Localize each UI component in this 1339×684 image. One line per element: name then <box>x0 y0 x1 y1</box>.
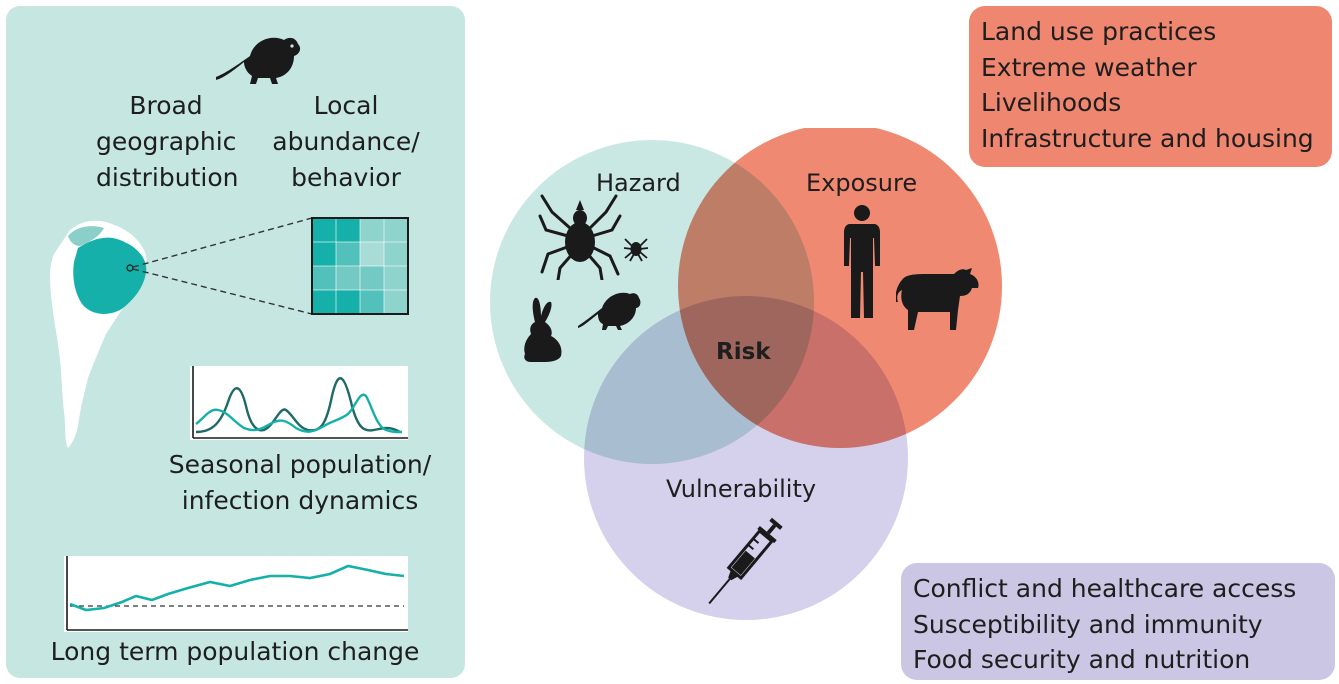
longterm-population-label: Long term population change <box>50 637 420 666</box>
syringe-icon <box>708 517 783 605</box>
rat-icon-hazard <box>578 292 641 330</box>
risk-label: Risk <box>716 339 771 365</box>
vulnerability-factor-item: Food security and nutrition <box>913 645 1251 674</box>
exposure-factor-item: Livelihoods <box>981 88 1122 117</box>
exposure-factor-item: Extreme weather <box>981 52 1197 82</box>
rabbit-icon <box>524 297 562 362</box>
exposure-factors-box: Land use practices Extreme weather Livel… <box>969 6 1332 167</box>
exposure-label: Exposure <box>806 169 918 197</box>
vulnerability-factor-item: Conflict and healthcare access <box>913 574 1297 603</box>
exposure-factor-item: Infrastructure and housing <box>981 123 1314 153</box>
seasonal-dynamics-chart <box>190 366 408 440</box>
human-icon <box>844 205 880 318</box>
cow-icon <box>896 268 979 330</box>
vulnerability-circle <box>584 296 908 620</box>
venn-diagram <box>490 128 1002 620</box>
seasonal-dynamics-label: Seasonal population/ infection dynamics <box>168 450 432 515</box>
exposure-factor-item: Land use practices <box>981 17 1217 46</box>
small-tick-icon <box>623 238 649 262</box>
vulnerability-factors-box: Conflict and healthcare access Susceptib… <box>901 563 1335 680</box>
rat-icon <box>216 37 301 84</box>
local-abundance-label: Local abundance/ behavior <box>272 91 420 192</box>
south-america-map <box>50 217 409 448</box>
vulnerability-label: Vulnerability <box>666 475 817 503</box>
vulnerability-factor-item: Susceptibility and immunity <box>913 609 1263 639</box>
hazard-label: Hazard <box>596 169 681 197</box>
broad-distribution-label: Broad geographic distribution <box>96 91 239 192</box>
longterm-population-chart <box>64 556 408 632</box>
tick-icon <box>538 194 622 280</box>
